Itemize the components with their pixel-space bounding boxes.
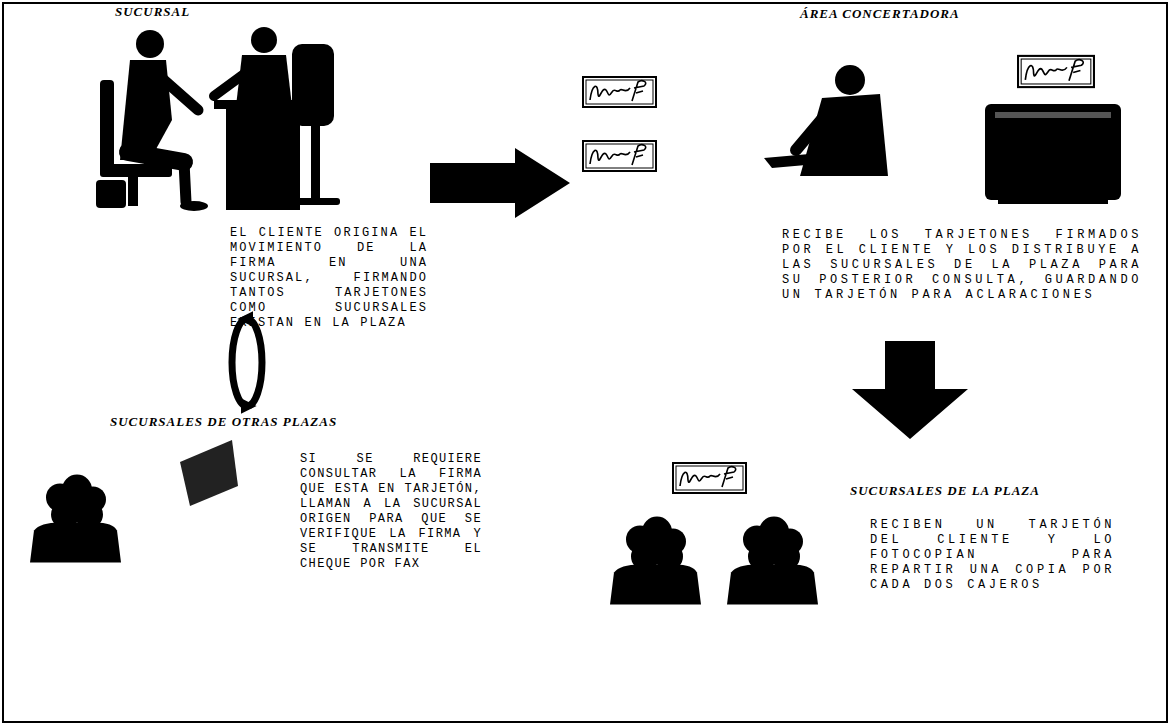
flow-connector xyxy=(232,319,262,406)
signature-card xyxy=(1018,56,1094,87)
circular-arrow-arc xyxy=(247,319,262,406)
signature-card xyxy=(583,141,656,171)
copier-body xyxy=(985,104,1121,200)
employee-head xyxy=(251,27,277,53)
flow-step: SUCURSALES DE LA PLAZA RECIBEN UN TARJETÓ… xyxy=(590,445,1160,715)
client-thigh xyxy=(128,152,184,162)
step-heading: SUCURSALES DE LA PLAZA xyxy=(850,483,1040,499)
cashier-silhouette xyxy=(30,475,121,563)
paper-sheet xyxy=(764,152,840,168)
desk-front xyxy=(226,108,300,210)
signature-card xyxy=(673,463,746,493)
step-description: SI SE REQUIERE CONSULTAR LA FIRMA QUE ES… xyxy=(300,452,482,572)
client-shoe xyxy=(180,201,208,211)
cashier-silhouette xyxy=(727,517,818,605)
briefcase xyxy=(96,180,126,208)
employee-arm xyxy=(214,74,244,96)
client-head xyxy=(136,30,164,58)
local-branches-scene xyxy=(610,463,818,605)
signature-card xyxy=(583,77,656,107)
step-heading: SUCURSAL xyxy=(115,4,190,20)
step-description: RECIBE LOS TARJETONES FIRMADOS POR EL CL… xyxy=(782,228,1142,303)
step-heading: ÁREA CONCERTADORA xyxy=(800,6,960,22)
flow-step: ÁREA CONCERTADORA RECIBE LOS TARJETONES F… xyxy=(570,0,1160,335)
flow-step: SUCURSALES DE OTRAS PLAZAS SI SE REQUIERE… xyxy=(20,410,540,715)
step-description: EL CLIENTE ORIGINA EL MOVIMIENTO DE LA F… xyxy=(230,226,428,331)
flow-connector xyxy=(430,148,570,218)
central-area-scene xyxy=(583,56,1121,204)
chair-back xyxy=(100,80,114,172)
flow-step: SUCURSALEL CLIENTE ORIGINA EL MOVIMIENTO… xyxy=(90,0,430,315)
block-arrow xyxy=(430,148,570,218)
clerk-arm xyxy=(796,112,828,150)
cashier-silhouette xyxy=(610,517,701,605)
client-arm xyxy=(164,80,198,110)
branch-meeting-scene xyxy=(96,27,340,211)
fax-sheet xyxy=(180,440,238,506)
client-leg xyxy=(184,162,186,202)
clerk-head xyxy=(835,65,865,95)
chair-leg xyxy=(128,176,138,206)
desk-top xyxy=(214,100,306,109)
step-description: RECIBEN UN TARJETÓN DEL CLIENTE Y LO FOT… xyxy=(870,518,1115,593)
outer-frame xyxy=(3,3,1167,722)
flow-connector xyxy=(852,341,968,439)
office-chair-post xyxy=(311,124,320,200)
step-heading: SUCURSALES DE OTRAS PLAZAS xyxy=(110,414,337,430)
employee-torso xyxy=(236,55,292,106)
copier-base xyxy=(998,196,1108,204)
other-branches-scene xyxy=(30,440,238,563)
block-arrow xyxy=(852,341,968,439)
circular-arrow-arc xyxy=(232,319,247,406)
copier-lid-line xyxy=(995,112,1111,118)
